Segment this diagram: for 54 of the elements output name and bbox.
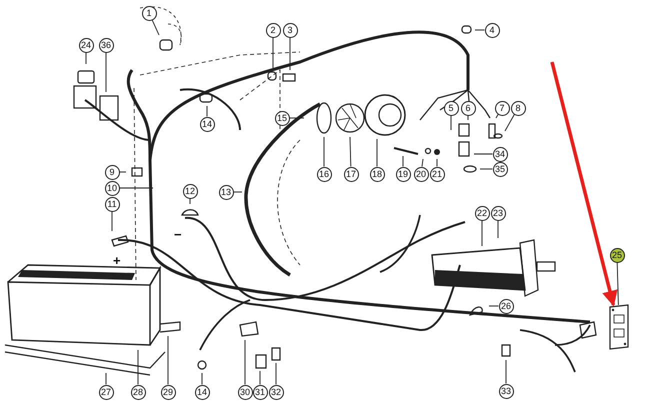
leader-line bbox=[504, 114, 515, 132]
leader-line bbox=[272, 37, 274, 68]
leader-line bbox=[244, 340, 246, 385]
leader-line bbox=[350, 136, 352, 167]
leader-line bbox=[152, 19, 160, 36]
callout-number: 30 bbox=[238, 384, 252, 400]
callout-number: 14 bbox=[194, 384, 210, 400]
callout-number: 14 bbox=[200, 116, 214, 132]
callout-number: 16 bbox=[316, 166, 332, 182]
callout-number: 25 bbox=[610, 248, 624, 262]
callout-number: 22 bbox=[474, 206, 490, 220]
leader-line bbox=[436, 158, 438, 167]
callout-number: 5 bbox=[444, 100, 458, 116]
callout-number: 35 bbox=[492, 162, 508, 176]
callout-number: 18 bbox=[370, 166, 384, 182]
callout-number: 32 bbox=[268, 384, 284, 400]
callout-number: 26 bbox=[498, 298, 514, 314]
callout-number: 12 bbox=[182, 184, 198, 198]
polarity-sign: − bbox=[174, 228, 182, 241]
leader-line bbox=[616, 262, 619, 306]
callout-number: 11 bbox=[104, 196, 120, 212]
callout-number: 6 bbox=[460, 100, 476, 116]
callout-number: 21 bbox=[430, 166, 444, 182]
mounting-plate-drawing bbox=[609, 305, 629, 349]
callout-number: 24 bbox=[78, 38, 94, 52]
callout-number: 1 bbox=[142, 6, 156, 20]
leader-line bbox=[422, 158, 424, 168]
callout-number: 8 bbox=[510, 100, 526, 116]
callout-number: 13 bbox=[218, 184, 234, 200]
callout-number: 27 bbox=[98, 384, 114, 400]
callout-number: 20 bbox=[414, 166, 428, 182]
callout-number: 36 bbox=[98, 38, 114, 52]
leader-line bbox=[450, 115, 452, 130]
leader-line bbox=[402, 156, 404, 167]
callout-number: 4 bbox=[484, 22, 500, 38]
callout-number: 19 bbox=[396, 166, 410, 182]
callout-number: 29 bbox=[160, 384, 176, 400]
callout-number: 3 bbox=[282, 22, 298, 38]
callout-number: 33 bbox=[498, 384, 514, 398]
leader-line bbox=[206, 106, 208, 117]
callout-number: 15 bbox=[274, 110, 290, 126]
leader-line bbox=[376, 138, 378, 167]
arrow bbox=[550, 62, 618, 307]
callout-number: 2 bbox=[266, 22, 280, 38]
callout-number: 10 bbox=[104, 180, 120, 196]
callout-number: 23 bbox=[490, 206, 506, 220]
callout-number: 9 bbox=[104, 164, 120, 180]
polarity-sign: + bbox=[113, 254, 121, 267]
leader-line bbox=[480, 168, 493, 170]
callout-number: 31 bbox=[252, 384, 268, 400]
callout-number: 17 bbox=[344, 166, 358, 182]
callout-number: 28 bbox=[130, 384, 146, 400]
callout-number: 34 bbox=[492, 146, 508, 162]
callout-number: 7 bbox=[494, 100, 510, 116]
